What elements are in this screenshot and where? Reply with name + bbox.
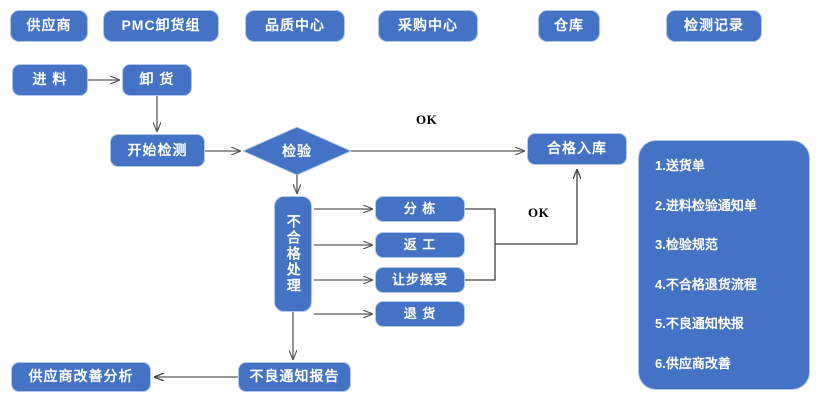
node-start-inspection[interactable]: 开始检测 xyxy=(110,134,205,167)
node-concession[interactable]: 让步接受 xyxy=(375,267,465,293)
notes-panel: 1.送货单 2.进料检验通知单 3.检验规范 4.不合格退货流程 5.不良通知快… xyxy=(638,140,810,390)
node-sort[interactable]: 分 栋 xyxy=(375,196,465,222)
node-label-pass-storage: 合格入库 xyxy=(547,140,607,157)
lane-header-purchase[interactable]: 采购中心 xyxy=(378,10,478,42)
lane-label-warehouse: 仓库 xyxy=(554,17,584,34)
lane-label-supplier: 供应商 xyxy=(26,17,72,34)
node-label-rework: 返 工 xyxy=(403,236,437,252)
edge-bracket-merge xyxy=(465,208,496,281)
lane-label-purchase: 采购中心 xyxy=(398,17,458,34)
note-item-4: 4.不合格退货流程 xyxy=(655,276,757,292)
note-item-3: 3.检验规范 xyxy=(655,237,718,253)
lane-label-quality: 品质中心 xyxy=(265,17,325,34)
node-label-inspect: 检验 xyxy=(282,143,312,159)
node-supplier-improve[interactable]: 供应商改善分析 xyxy=(11,362,151,392)
note-item-1: 1.送货单 xyxy=(655,158,705,173)
node-label-start-inspection: 开始检测 xyxy=(127,141,188,158)
node-label-supplier-improve: 供应商改善分析 xyxy=(28,368,134,385)
node-rework[interactable]: 返 工 xyxy=(375,232,465,258)
node-label-nonconforming: 不合格处理 xyxy=(285,214,302,294)
node-nonconforming[interactable]: 不合格处理 xyxy=(274,196,312,312)
lane-header-records[interactable]: 检测记录 xyxy=(666,10,762,42)
node-unload[interactable]: 卸 货 xyxy=(122,64,192,96)
node-label-concession: 让步接受 xyxy=(391,271,448,287)
node-pass-storage[interactable]: 合格入库 xyxy=(527,133,627,165)
lane-header-supplier[interactable]: 供应商 xyxy=(10,10,88,42)
node-label-defect-report: 不良通知报告 xyxy=(249,368,340,385)
note-item-5: 5.不良通知快报 xyxy=(655,316,744,332)
note-item-6: 6.供应商改善 xyxy=(655,355,731,371)
lane-label-records: 检测记录 xyxy=(684,17,744,34)
node-label-sort: 分 栋 xyxy=(403,200,437,216)
lane-label-pmc: PMC卸货组 xyxy=(121,17,201,34)
lane-header-warehouse[interactable]: 仓库 xyxy=(538,10,600,42)
node-label-unload: 卸 货 xyxy=(139,71,175,88)
node-defect-report[interactable]: 不良通知报告 xyxy=(238,362,351,392)
lane-header-pmc[interactable]: PMC卸货组 xyxy=(103,10,219,42)
node-label-incoming: 进 料 xyxy=(32,71,68,88)
lane-header-quality[interactable]: 品质中心 xyxy=(245,10,345,42)
diamond-shape xyxy=(243,127,351,175)
edge-label-ok-mid: OK xyxy=(528,205,550,220)
node-inspect[interactable]: 检验 xyxy=(243,127,351,175)
node-incoming[interactable]: 进 料 xyxy=(12,64,88,96)
node-label-return: 退 货 xyxy=(403,305,437,321)
edge-label-ok-top: OK xyxy=(416,112,438,127)
note-item-2: 2.进料检验通知单 xyxy=(655,197,757,213)
node-return[interactable]: 退 货 xyxy=(375,301,465,327)
